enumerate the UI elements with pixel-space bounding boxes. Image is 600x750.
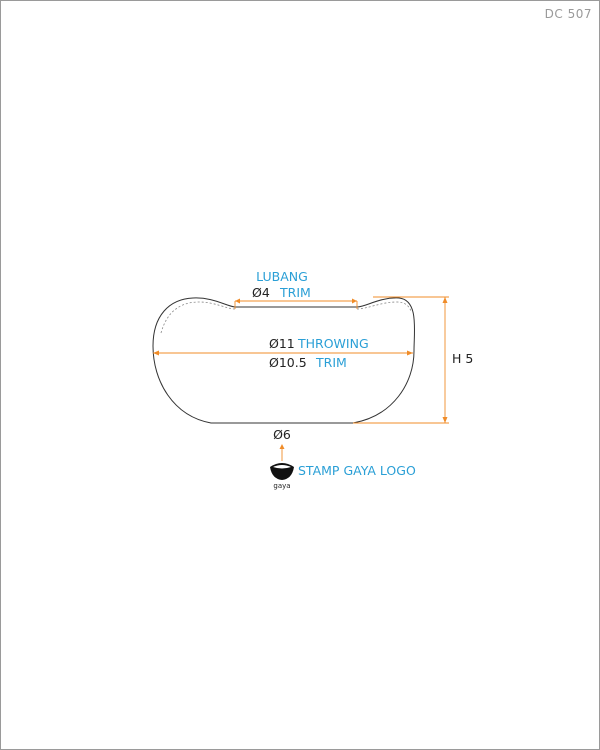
sheet-code: DC 507 [545, 7, 592, 21]
hole-diameter: Ø4 [252, 285, 270, 300]
arrowhead [442, 417, 448, 423]
throwing-label: THROWING [297, 336, 369, 351]
gaya-logo-icon: gaya [270, 463, 294, 490]
arrowhead [235, 298, 240, 304]
base-diameter: Ø6 [273, 427, 291, 442]
throwing-diameter: Ø11 [269, 336, 295, 351]
arrowhead [279, 444, 285, 449]
hole-dimension [234, 298, 358, 309]
arrowhead [442, 297, 448, 303]
height-label: H 5 [452, 351, 473, 366]
width-dimension [153, 350, 413, 356]
arrowhead [407, 350, 413, 356]
trim-dashed-line [160, 301, 412, 334]
stamp-pointer-arrow [279, 444, 285, 461]
trim-diameter: Ø10.5 [269, 355, 307, 370]
hole-label: LUBANG [256, 269, 308, 284]
height-dimension [353, 296, 449, 424]
hole-trim-label: TRIM [279, 285, 311, 300]
arrowhead [352, 298, 357, 304]
stamp-label: STAMP GAYA LOGO [298, 463, 416, 478]
logo-text: gaya [273, 482, 290, 490]
trim-label: TRIM [315, 355, 347, 370]
arrowhead [153, 350, 159, 356]
